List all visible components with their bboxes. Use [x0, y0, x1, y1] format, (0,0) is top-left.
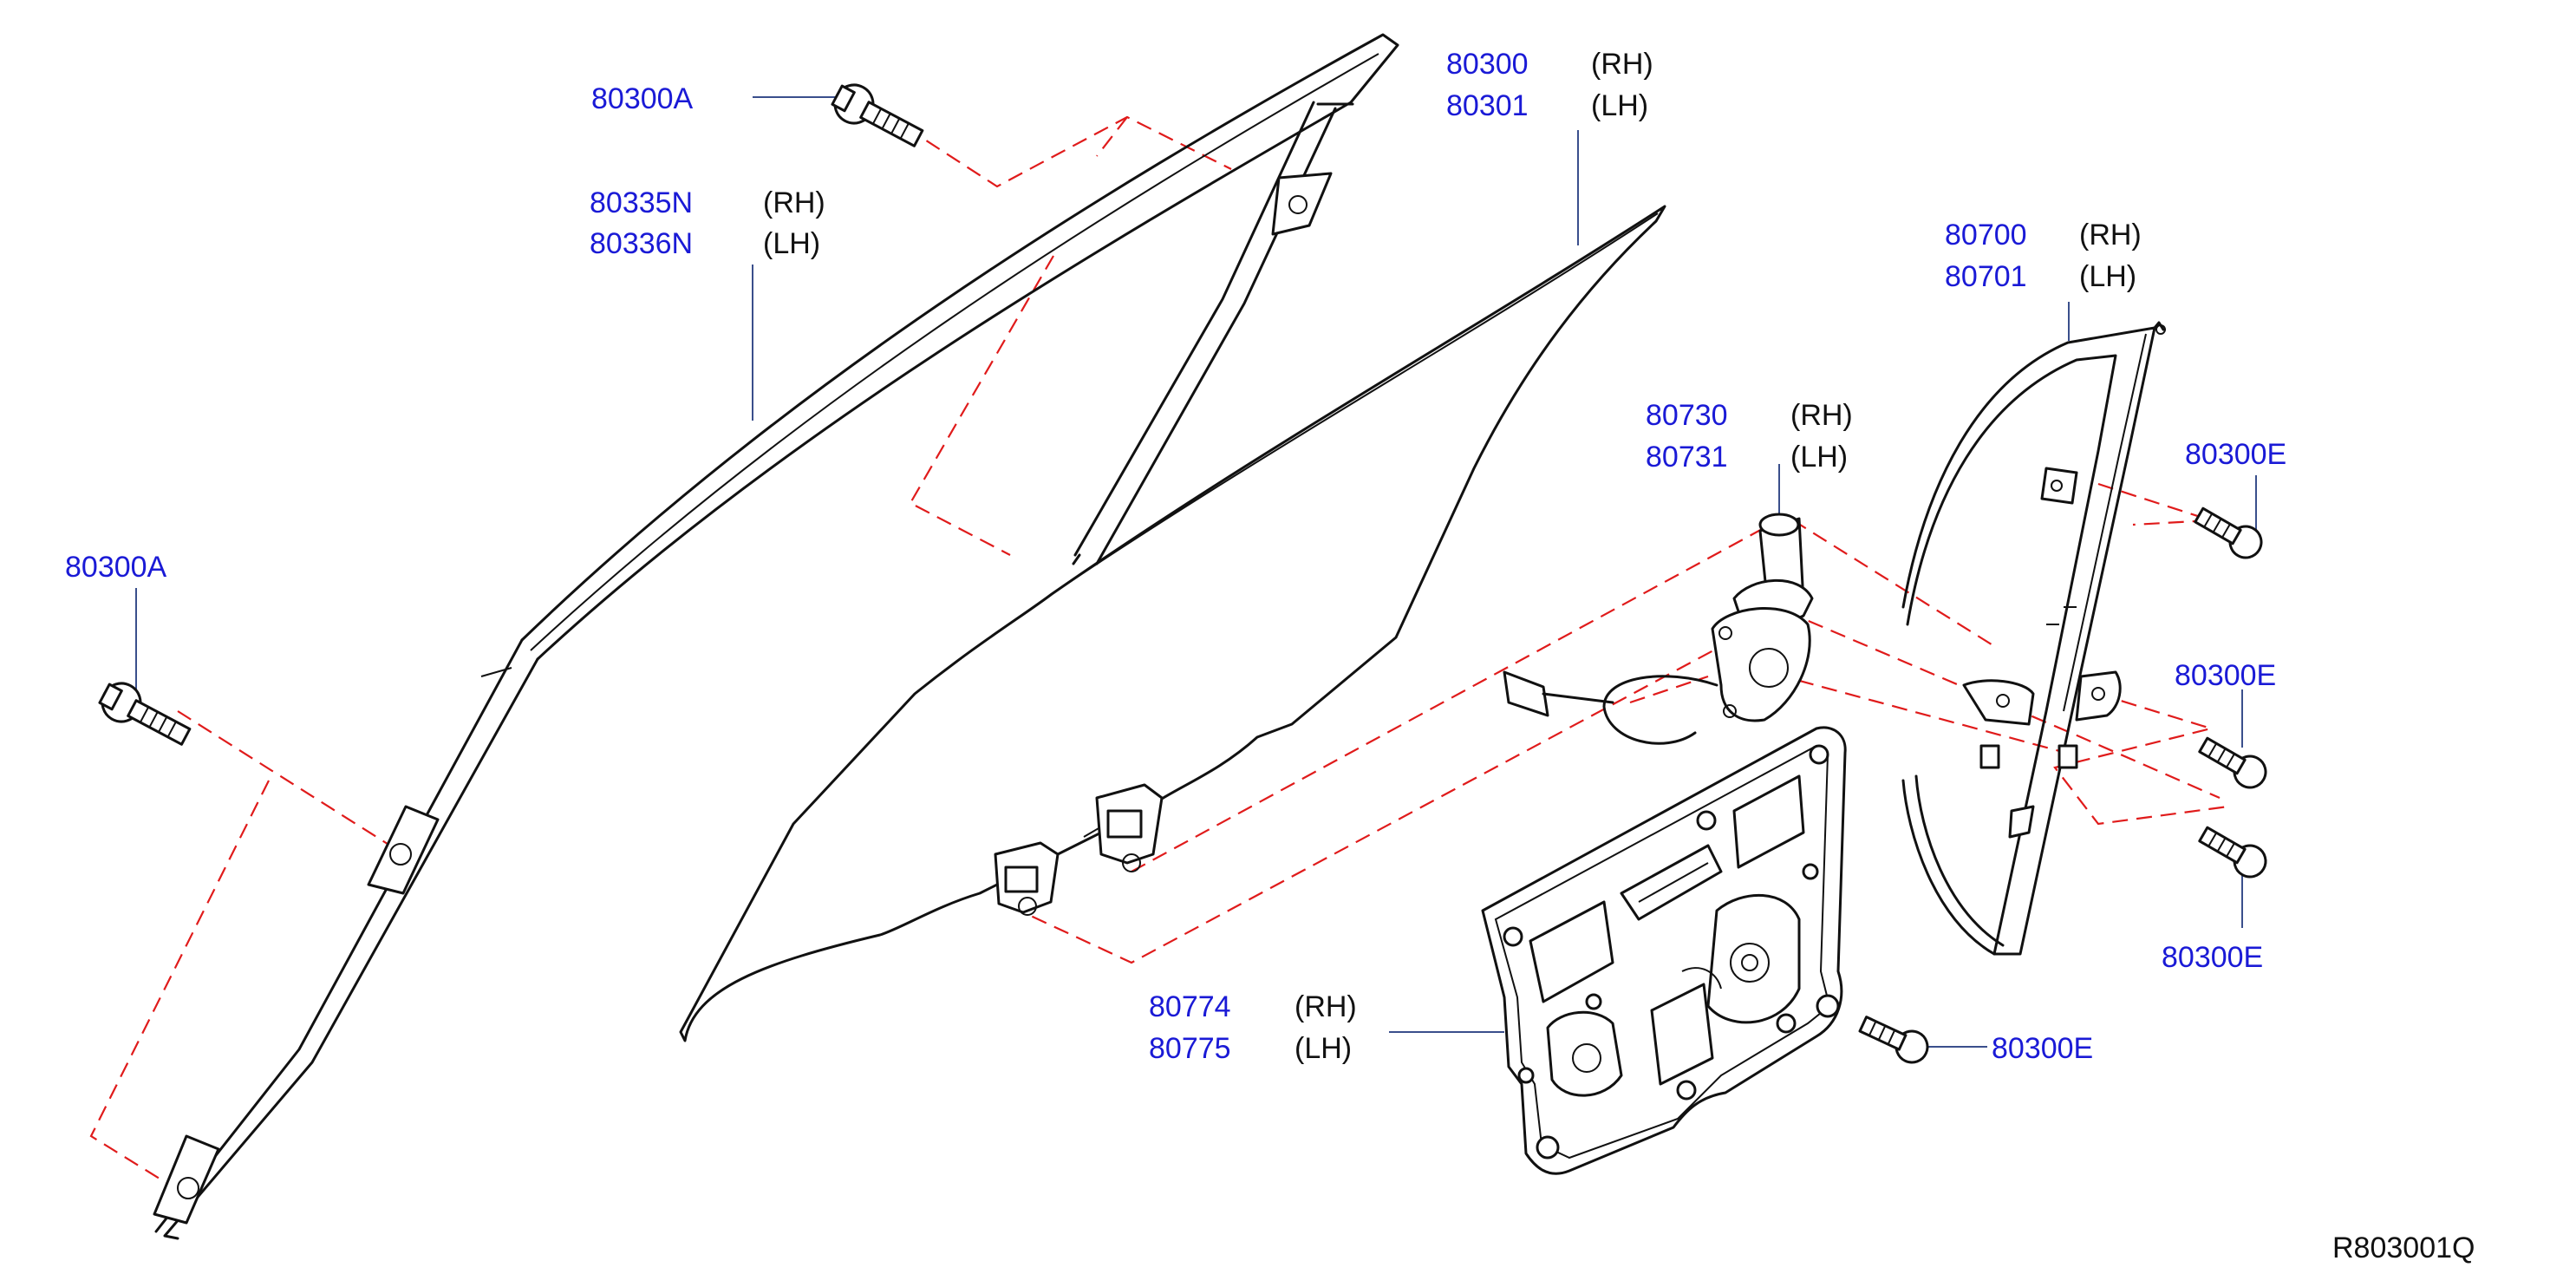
- callout-80300E-1: 80300E: [2185, 438, 2286, 471]
- callout-80775-side: (LH): [1295, 1032, 1352, 1065]
- callout-80731: 80731: [1646, 441, 1728, 474]
- callout-80700-side: (RH): [2079, 219, 2142, 252]
- bolt-top-80300A: [831, 83, 924, 147]
- callout-80774: 80774: [1149, 990, 1231, 1023]
- callout-80300E-2: 80300E: [2175, 659, 2276, 692]
- bolt-80300E-3: [2198, 826, 2267, 879]
- callout-80300E-3: 80300E: [2162, 941, 2263, 974]
- door-glass: [679, 205, 1666, 1042]
- callout-labels: 80300A 80335N (RH) 80336N (LH) 80300A 80…: [65, 48, 2475, 1264]
- callout-80300E-4: 80300E: [1992, 1032, 2093, 1065]
- callout-80336N: 80336N: [590, 227, 693, 260]
- callout-80774-side: (RH): [1295, 990, 1357, 1023]
- callout-80700: 80700: [1945, 219, 2027, 252]
- callout-80701-side: (LH): [2079, 260, 2136, 293]
- callout-80336N-side: (LH): [763, 227, 820, 260]
- callout-80731-side: (LH): [1790, 441, 1848, 474]
- callout-80301: 80301: [1446, 89, 1529, 122]
- callout-80300-side: (RH): [1591, 48, 1653, 81]
- bolt-80300E-2: [2198, 736, 2267, 789]
- regulator-motor: [1503, 513, 1814, 745]
- leader-lines: [135, 96, 2257, 1048]
- callout-80301-side: (LH): [1591, 89, 1648, 122]
- bolt-80300E-1: [2194, 506, 2263, 559]
- assembly-dashed-lines: [89, 115, 2229, 1191]
- callout-80335N: 80335N: [590, 186, 693, 219]
- callout-80730: 80730: [1646, 399, 1728, 432]
- callout-80775: 80775: [1149, 1032, 1231, 1065]
- callout-80701: 80701: [1945, 260, 2027, 293]
- regulator-rail: [1901, 321, 2166, 956]
- glass-run-sash: [153, 33, 1399, 1240]
- door-module-panel: [1481, 726, 1847, 1175]
- bolt-80300E-4: [1858, 1016, 1929, 1064]
- callout-80300A-left: 80300A: [65, 551, 167, 584]
- callout-80335N-side: (RH): [763, 186, 825, 219]
- callout-80730-side: (RH): [1790, 399, 1853, 432]
- bolt-left-80300A: [98, 682, 192, 746]
- callout-80300: 80300: [1446, 48, 1529, 81]
- diagram-reference-code: R803001Q: [2332, 1231, 2475, 1264]
- callout-80300A-top: 80300A: [591, 82, 694, 115]
